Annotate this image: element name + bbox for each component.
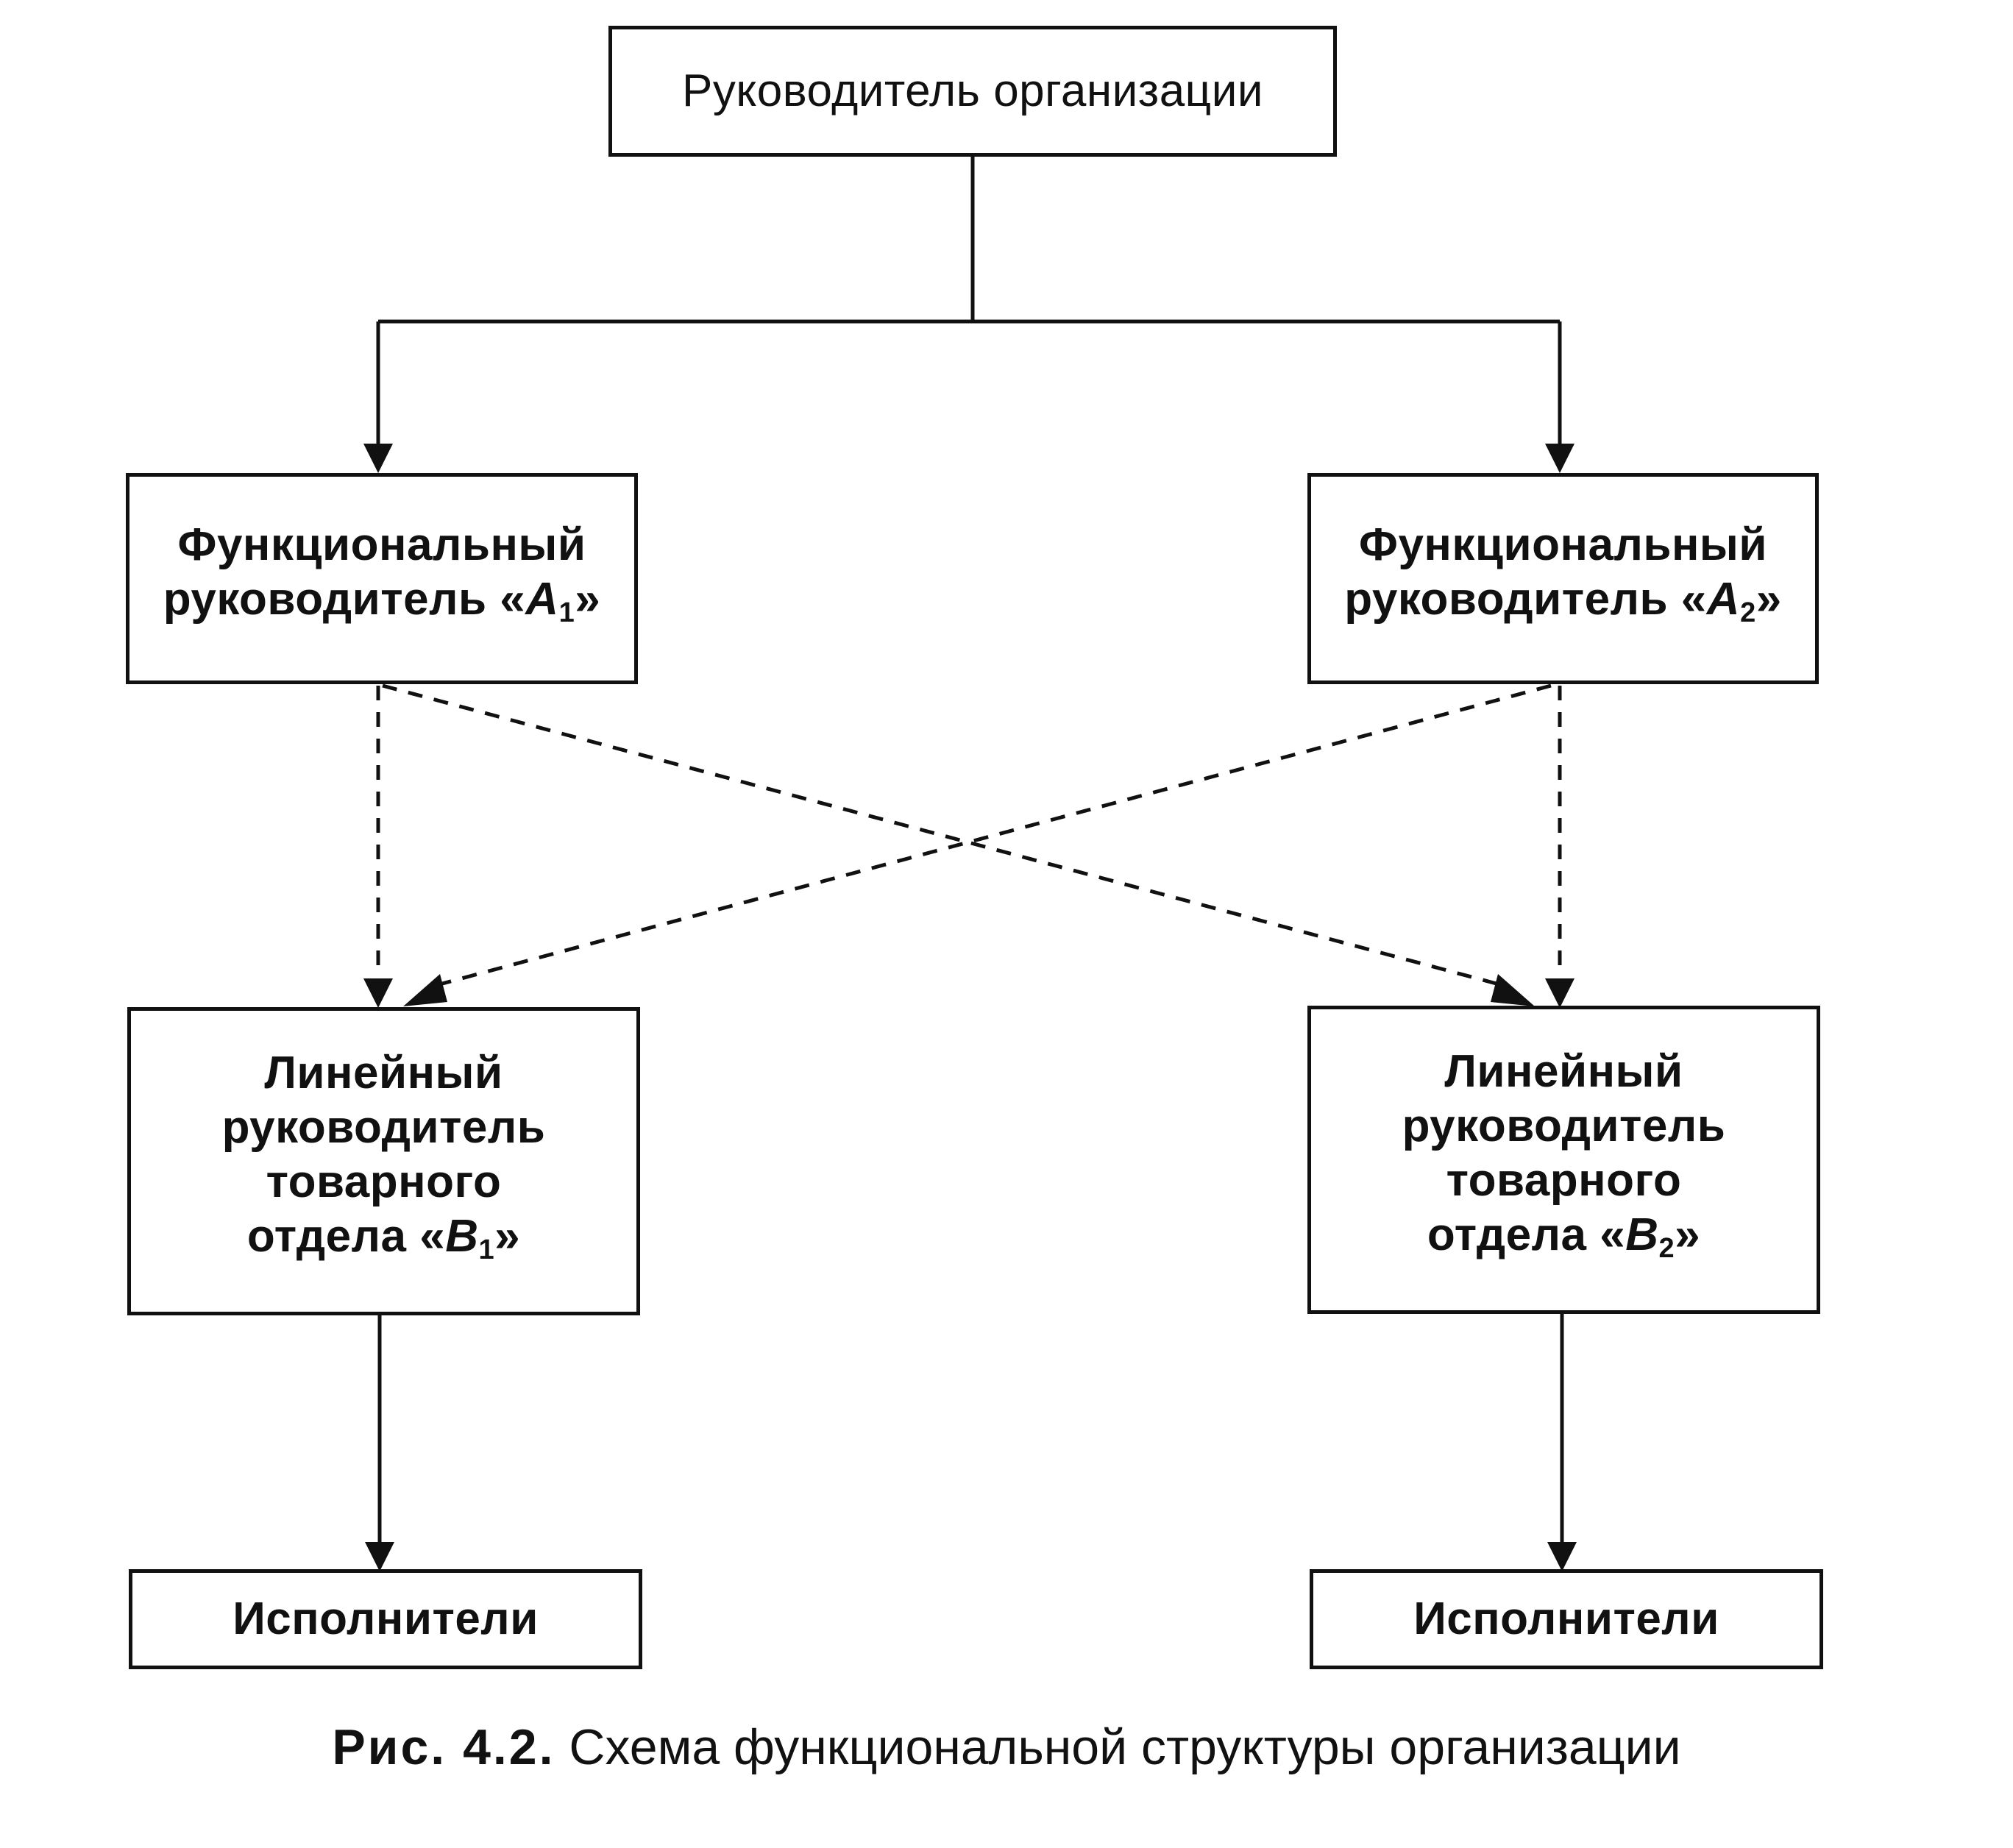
arrowhead-line-b1-vertical bbox=[363, 978, 393, 1008]
node-line-manager-b2: Линейный руководитель товарного отдела «… bbox=[1307, 1006, 1820, 1314]
arrowhead-line-b2-diagonal bbox=[1491, 974, 1535, 1006]
line-b2-line1: Линейный bbox=[1444, 1045, 1683, 1097]
node-functional-manager-a2-label: Функциональный руководитель «A2» bbox=[1344, 518, 1781, 640]
node-line-manager-b2-label: Линейный руководитель товарного отдела «… bbox=[1402, 1045, 1726, 1276]
node-line-manager-b1: Линейный руководитель товарного отдела «… bbox=[127, 1007, 640, 1315]
figure-caption-text: Схема функциональной структуры организац… bbox=[555, 1719, 1681, 1775]
arrowhead-func-a1 bbox=[363, 444, 393, 473]
node-executors-1: Исполнители bbox=[129, 1569, 642, 1669]
node-head-of-organization-label: Руководитель организации bbox=[682, 65, 1263, 116]
node-executors-2: Исполнители bbox=[1310, 1569, 1823, 1669]
line-b1-line4: отдела «B1» bbox=[246, 1210, 521, 1265]
node-executors-1-label: Исполнители bbox=[232, 1593, 539, 1644]
arrowhead-exec-2 bbox=[1547, 1542, 1577, 1571]
figure-caption: Рис. 4.2. Схема функциональной структуры… bbox=[0, 1718, 2013, 1777]
edge-func-a1-to-line-b2 bbox=[382, 683, 1505, 988]
node-executors-2-label: Исполнители bbox=[1413, 1593, 1719, 1644]
arrowhead-func-a2 bbox=[1545, 444, 1574, 473]
arrowhead-line-b1-diagonal bbox=[403, 974, 447, 1006]
func-a2-line2: руководитель «A2» bbox=[1344, 573, 1782, 628]
arrowhead-exec-1 bbox=[365, 1542, 394, 1571]
func-a1-line1: Функциональный bbox=[177, 519, 586, 570]
line-b2-line3: товарного bbox=[1446, 1154, 1682, 1206]
figure-number: Рис. 4.2. bbox=[332, 1719, 555, 1775]
func-a2-line1: Функциональный bbox=[1359, 519, 1767, 570]
func-a1-line2: руководитель «A1» bbox=[163, 573, 601, 628]
edge-func-a2-to-line-b1 bbox=[433, 683, 1552, 988]
line-b2-line4: отдела «B2» bbox=[1427, 1209, 1701, 1264]
arrowhead-line-b2-vertical bbox=[1545, 978, 1574, 1008]
node-head-of-organization: Руководитель организации bbox=[608, 26, 1337, 157]
node-functional-manager-a2: Функциональный руководитель «A2» bbox=[1307, 473, 1819, 684]
node-functional-manager-a1-label: Функциональный руководитель «A1» bbox=[163, 518, 600, 640]
line-b1-line1: Линейный bbox=[264, 1047, 503, 1098]
line-b1-line3: товарного bbox=[266, 1156, 502, 1207]
node-line-manager-b1-label: Линейный руководитель товарного отдела «… bbox=[222, 1046, 546, 1277]
line-b1-line2: руководитель bbox=[221, 1101, 546, 1153]
line-b2-line2: руководитель bbox=[1402, 1100, 1726, 1151]
node-functional-manager-a1: Функциональный руководитель «A1» bbox=[126, 473, 638, 684]
